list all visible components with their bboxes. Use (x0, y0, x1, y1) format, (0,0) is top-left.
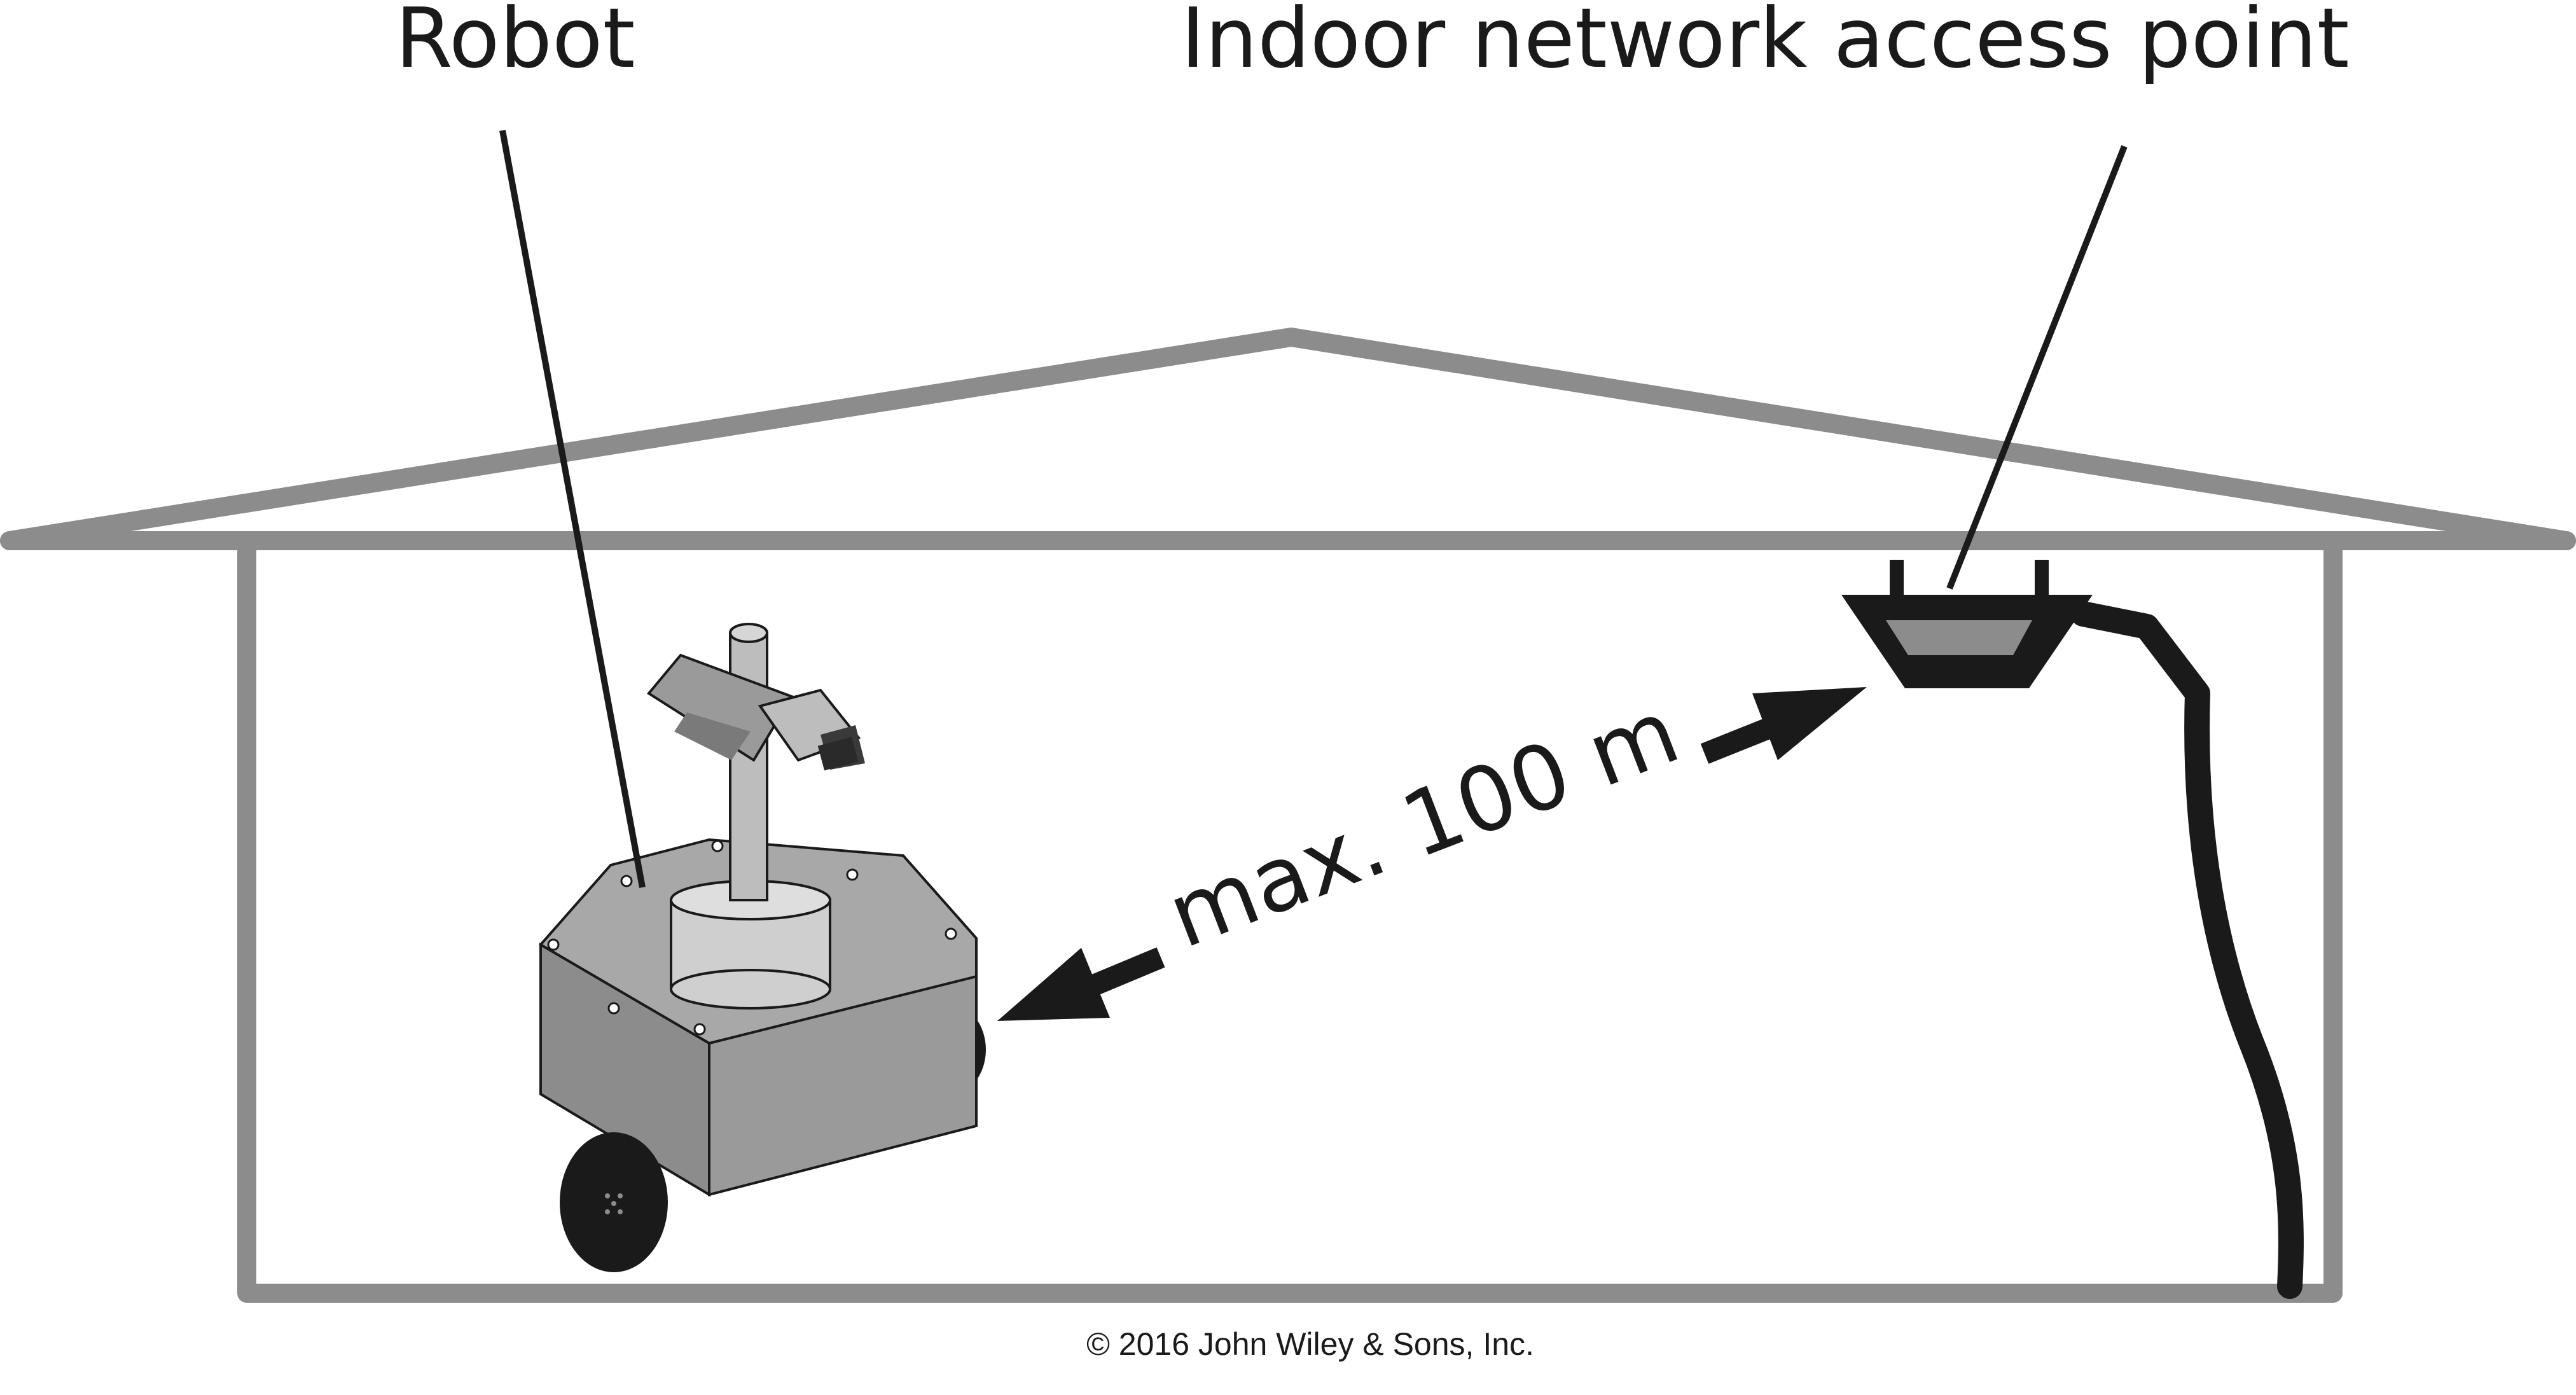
distance-label: max. 100 m (1155, 680, 1693, 969)
house-roof (0, 327, 2576, 550)
robot-label: Robot (395, 0, 635, 87)
access-point-icon (1841, 560, 2093, 688)
access-point-leader-line (1946, 145, 2128, 590)
house-walls (237, 538, 2343, 1303)
power-cable-icon (2070, 601, 2304, 1299)
robot-icon (538, 623, 986, 1272)
house (0, 327, 2576, 1303)
double-arrow-icon (997, 687, 1867, 1021)
access-point-label: Indoor network access point (1181, 0, 2349, 87)
robot-leader-line (499, 130, 646, 888)
copyright-text: © 2016 John Wiley & Sons, Inc. (1086, 1326, 1534, 1362)
